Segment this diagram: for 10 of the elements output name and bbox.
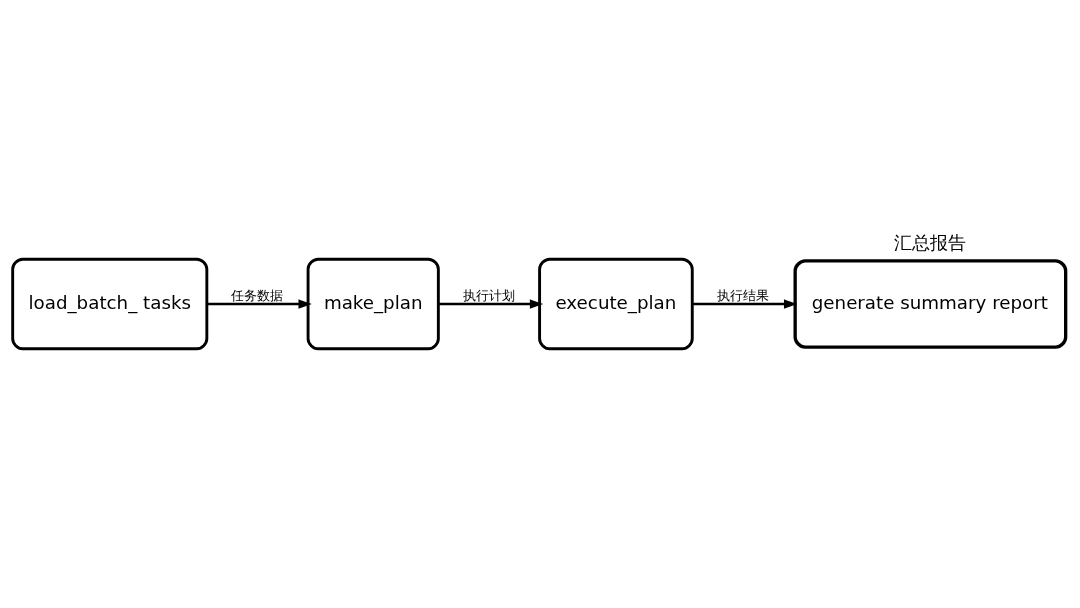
edge-label: 任务数据	[231, 287, 284, 303]
node-label: 汇总报告	[893, 231, 966, 253]
arrow	[206, 299, 312, 309]
edge-label: 执行结果	[716, 287, 769, 303]
edge-label: 执行计划	[462, 287, 515, 303]
node-box: load_batch_ tasks	[11, 257, 209, 351]
arrow	[692, 299, 798, 309]
arrow	[438, 299, 544, 309]
node-box: execute_plan	[538, 257, 694, 351]
node-box: make_plan	[306, 257, 440, 351]
